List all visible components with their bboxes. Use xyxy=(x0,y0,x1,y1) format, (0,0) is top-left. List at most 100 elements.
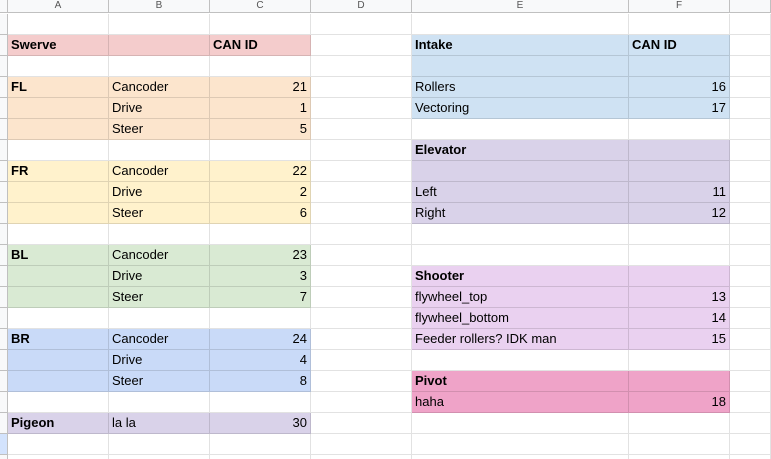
section-header-cell[interactable]: Pivot xyxy=(412,371,629,392)
grid-cell[interactable] xyxy=(311,434,412,455)
grid-cell[interactable] xyxy=(629,350,730,371)
label-cell[interactable]: Cancoder xyxy=(109,161,210,182)
can-id-cell[interactable]: 8 xyxy=(210,371,311,392)
section-header-cell[interactable]: BR xyxy=(8,329,109,350)
label-cell[interactable] xyxy=(8,266,109,287)
row-header[interactable] xyxy=(0,329,8,350)
grid-cell[interactable] xyxy=(629,224,730,245)
grid-cell[interactable] xyxy=(8,56,109,77)
can-id-cell[interactable]: 12 xyxy=(629,203,730,224)
section-header-cell[interactable]: CAN ID xyxy=(629,35,730,56)
label-cell[interactable]: Steer xyxy=(109,119,210,140)
grid-cell[interactable] xyxy=(730,119,771,140)
grid-cell[interactable] xyxy=(730,350,771,371)
label-cell[interactable] xyxy=(412,56,629,77)
grid-cell[interactable] xyxy=(730,77,771,98)
grid-cell[interactable] xyxy=(311,14,412,35)
label-cell[interactable]: Drive xyxy=(109,98,210,119)
grid-cell[interactable] xyxy=(311,287,412,308)
can-id-cell[interactable]: 22 xyxy=(210,161,311,182)
grid-cell[interactable] xyxy=(109,434,210,455)
label-cell[interactable]: Drive xyxy=(109,266,210,287)
label-cell[interactable]: Right xyxy=(412,203,629,224)
grid-cell[interactable] xyxy=(8,434,109,455)
grid-cell[interactable] xyxy=(412,455,629,459)
grid-cell[interactable] xyxy=(210,434,311,455)
grid-cell[interactable] xyxy=(730,329,771,350)
row-header[interactable] xyxy=(0,455,8,459)
grid-cell[interactable] xyxy=(730,161,771,182)
grid-cell[interactable] xyxy=(311,224,412,245)
grid-cell[interactable] xyxy=(412,14,629,35)
row-header[interactable] xyxy=(0,77,8,98)
grid-cell[interactable] xyxy=(311,455,412,459)
can-id-cell[interactable]: 3 xyxy=(210,266,311,287)
column-header-d[interactable]: D xyxy=(311,0,412,13)
grid-cell[interactable] xyxy=(109,455,210,459)
row-header[interactable] xyxy=(0,119,8,140)
section-header-cell[interactable]: FR xyxy=(8,161,109,182)
label-cell[interactable] xyxy=(8,287,109,308)
label-cell[interactable]: Cancoder xyxy=(109,77,210,98)
grid-cell[interactable] xyxy=(412,434,629,455)
grid-cell[interactable] xyxy=(730,35,771,56)
grid-cell[interactable] xyxy=(210,308,311,329)
grid-cell[interactable] xyxy=(730,56,771,77)
label-cell[interactable] xyxy=(629,140,730,161)
grid-cell[interactable] xyxy=(412,119,629,140)
label-cell[interactable]: Drive xyxy=(109,350,210,371)
column-header-f[interactable]: F xyxy=(629,0,730,13)
grid-cell[interactable] xyxy=(412,350,629,371)
label-cell[interactable] xyxy=(412,161,629,182)
can-id-cell[interactable]: 6 xyxy=(210,203,311,224)
select-all-corner[interactable] xyxy=(0,0,8,13)
column-header-b[interactable]: B xyxy=(109,0,210,13)
label-cell[interactable] xyxy=(8,119,109,140)
grid-cell[interactable] xyxy=(730,14,771,35)
row-header[interactable] xyxy=(0,182,8,203)
grid-cell[interactable] xyxy=(8,140,109,161)
column-header-e[interactable]: E xyxy=(412,0,629,13)
grid-cell[interactable] xyxy=(311,182,412,203)
grid-cell[interactable] xyxy=(8,308,109,329)
grid-cell[interactable] xyxy=(311,245,412,266)
grid-cell[interactable] xyxy=(311,413,412,434)
grid-cell[interactable] xyxy=(311,350,412,371)
row-header[interactable] xyxy=(0,413,8,434)
row-header[interactable] xyxy=(0,98,8,119)
label-cell[interactable]: Cancoder xyxy=(109,329,210,350)
grid-cell[interactable] xyxy=(8,14,109,35)
can-id-cell[interactable]: 16 xyxy=(629,77,730,98)
label-cell[interactable]: Steer xyxy=(109,203,210,224)
label-cell[interactable] xyxy=(629,56,730,77)
grid-cell[interactable] xyxy=(629,245,730,266)
grid-cell[interactable] xyxy=(311,77,412,98)
label-cell[interactable]: flywheel_top xyxy=(412,287,629,308)
label-cell[interactable]: Left xyxy=(412,182,629,203)
can-id-cell[interactable]: 24 xyxy=(210,329,311,350)
label-cell[interactable] xyxy=(629,371,730,392)
grid-cell[interactable] xyxy=(730,98,771,119)
can-id-cell[interactable]: 13 xyxy=(629,287,730,308)
grid-cell[interactable] xyxy=(629,119,730,140)
grid-cell[interactable] xyxy=(730,245,771,266)
label-cell[interactable] xyxy=(8,182,109,203)
grid-cell[interactable] xyxy=(629,455,730,459)
row-header[interactable] xyxy=(0,308,8,329)
grid-cell[interactable] xyxy=(210,392,311,413)
grid-cell[interactable] xyxy=(311,371,412,392)
can-id-cell[interactable]: 21 xyxy=(210,77,311,98)
can-id-cell[interactable]: 15 xyxy=(629,329,730,350)
row-header[interactable] xyxy=(0,35,8,56)
grid-cell[interactable] xyxy=(730,182,771,203)
row-header[interactable] xyxy=(0,161,8,182)
grid-cell[interactable] xyxy=(730,224,771,245)
grid-cell[interactable] xyxy=(210,14,311,35)
can-id-cell[interactable]: 30 xyxy=(210,413,311,434)
can-id-cell[interactable]: 7 xyxy=(210,287,311,308)
can-id-cell[interactable]: 5 xyxy=(210,119,311,140)
grid-cell[interactable] xyxy=(629,413,730,434)
row-header[interactable] xyxy=(0,392,8,413)
label-cell[interactable] xyxy=(8,350,109,371)
can-id-cell[interactable]: 18 xyxy=(629,392,730,413)
